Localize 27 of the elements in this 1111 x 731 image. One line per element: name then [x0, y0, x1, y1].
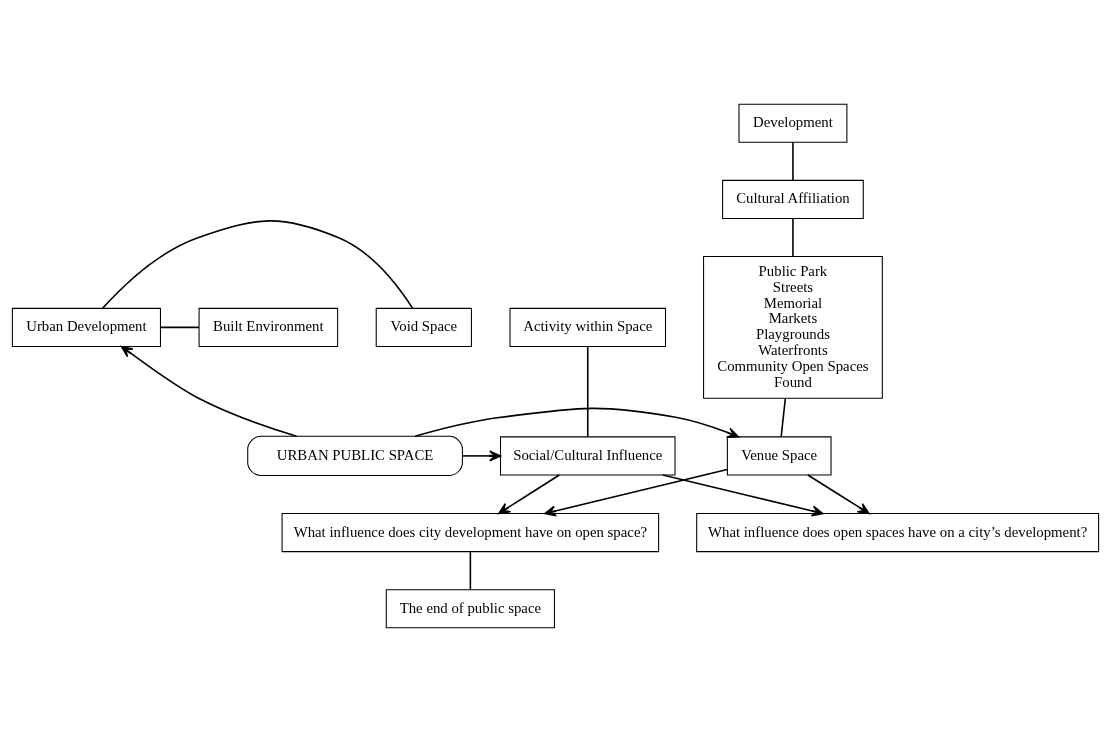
connector	[792, 217, 794, 257]
connector	[780, 397, 787, 437]
arrow	[414, 407, 740, 438]
arrow	[662, 473, 824, 516]
node-box: What influence does open spaces have on a city’s development?	[696, 512, 1100, 552]
arrow	[544, 468, 728, 516]
node-box: Cultural Affiliation	[722, 179, 864, 219]
arrow	[498, 473, 561, 514]
node-box: The end of public space	[385, 588, 555, 628]
node-box: Venue Space	[726, 435, 832, 475]
node-box: Public Park Streets Memorial Markets Playgrounds Waterfronts Community Open Spaces Found	[703, 255, 883, 399]
connector	[586, 345, 589, 438]
connector	[159, 326, 200, 328]
arrow	[120, 345, 298, 437]
connector	[101, 219, 414, 309]
connector	[469, 550, 472, 590]
node-box: What influence does city development have on open space?	[281, 512, 660, 552]
node-box: Development	[738, 103, 848, 143]
node-box: Void Space	[375, 307, 472, 347]
node-box: URBAN PUBLIC SPACE	[247, 435, 463, 476]
connector	[792, 141, 794, 181]
node-box: Urban Development	[11, 307, 161, 347]
arrow	[462, 449, 502, 461]
node-box: Activity within Space	[509, 307, 667, 347]
node-box: Social/Cultural Influence	[499, 435, 676, 475]
node-box: Built Environment	[198, 307, 339, 347]
arrow	[807, 473, 870, 514]
